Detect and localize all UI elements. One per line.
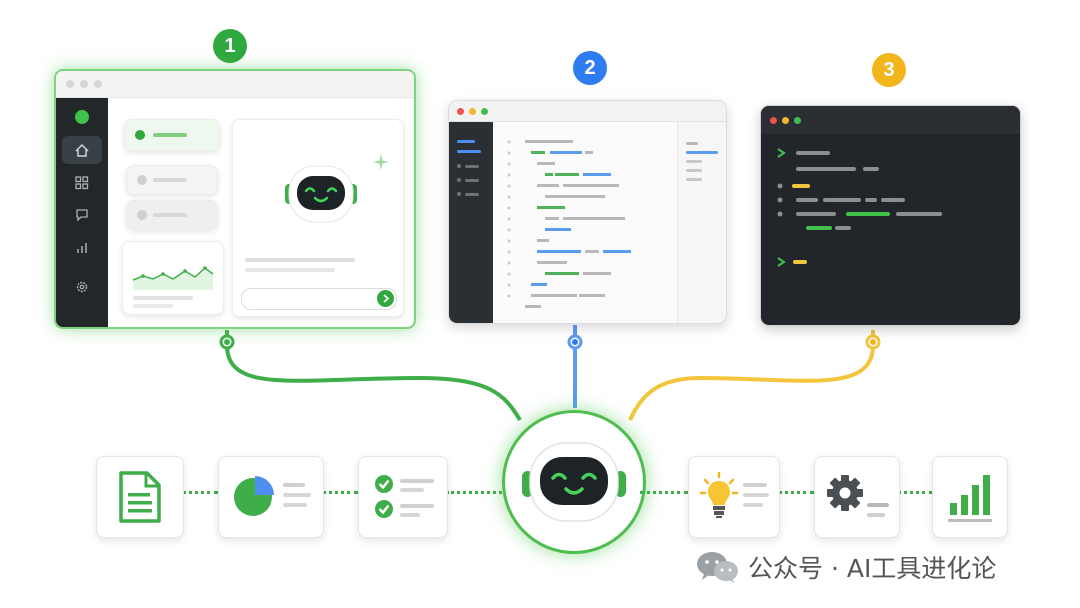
chat-panel — [232, 119, 404, 317]
dotted-connector — [778, 491, 814, 494]
dotted-connector — [446, 491, 502, 494]
sparkle-icon — [373, 154, 389, 170]
status-dot — [75, 110, 89, 124]
document-tile — [96, 456, 184, 538]
step-badge-2: 2 — [573, 51, 607, 85]
settings-tile — [814, 456, 900, 538]
bar-chart-icon[interactable] — [75, 241, 89, 255]
trend-sparkline — [132, 266, 214, 290]
send-button[interactable] — [377, 290, 394, 307]
send-icon — [383, 294, 390, 303]
idea-tile — [688, 456, 780, 538]
checklist-icon — [375, 475, 434, 518]
conversation-item[interactable] — [126, 165, 218, 195]
pie-chart-icon — [234, 476, 274, 516]
window-titlebar — [449, 101, 726, 122]
checklist-tile — [358, 456, 448, 538]
lightbulb-icon — [699, 471, 739, 518]
growth-tile — [932, 456, 1008, 538]
connector-curve-1 — [225, 330, 522, 422]
central-robot-hub — [502, 410, 646, 554]
sidebar — [56, 98, 108, 327]
chat-icon[interactable] — [75, 208, 89, 222]
growth-chart-icon — [948, 475, 992, 522]
settings-icon[interactable] — [75, 280, 89, 294]
window-titlebar — [761, 106, 1020, 134]
watermark: 公众号 · AI工具进化论 — [696, 548, 996, 586]
gear-icon — [827, 475, 863, 511]
outline-panel — [677, 122, 726, 323]
document-icon — [119, 471, 161, 523]
terminal-output — [777, 148, 942, 267]
dotted-connector — [182, 491, 218, 494]
dotted-connector — [640, 491, 688, 494]
step-badge-1: 1 — [213, 29, 247, 63]
file-explorer — [449, 122, 493, 323]
conversation-item-active[interactable] — [124, 119, 220, 151]
connector-curve-3 — [628, 330, 875, 421]
wechat-icon — [697, 552, 738, 583]
terminal-window — [760, 105, 1021, 326]
robot-icon — [285, 165, 357, 223]
grid-icon[interactable] — [75, 176, 89, 190]
chat-app-window — [54, 69, 416, 329]
code-lines — [507, 140, 631, 308]
dotted-connector — [897, 491, 933, 494]
code-editor-window — [448, 100, 727, 324]
watermark-text: 公众号 · AI工具进化论 — [748, 554, 997, 583]
analytics-tile — [218, 456, 324, 538]
conversation-item[interactable] — [126, 200, 218, 230]
chat-input-field[interactable] — [241, 288, 397, 310]
sidebar-item-home[interactable] — [62, 136, 102, 164]
step-badge-3: 3 — [872, 53, 906, 87]
robot-icon — [522, 442, 626, 522]
window-titlebar — [56, 71, 414, 98]
dotted-connector — [322, 491, 358, 494]
mini-trend-card — [122, 241, 224, 315]
home-icon — [75, 143, 89, 157]
